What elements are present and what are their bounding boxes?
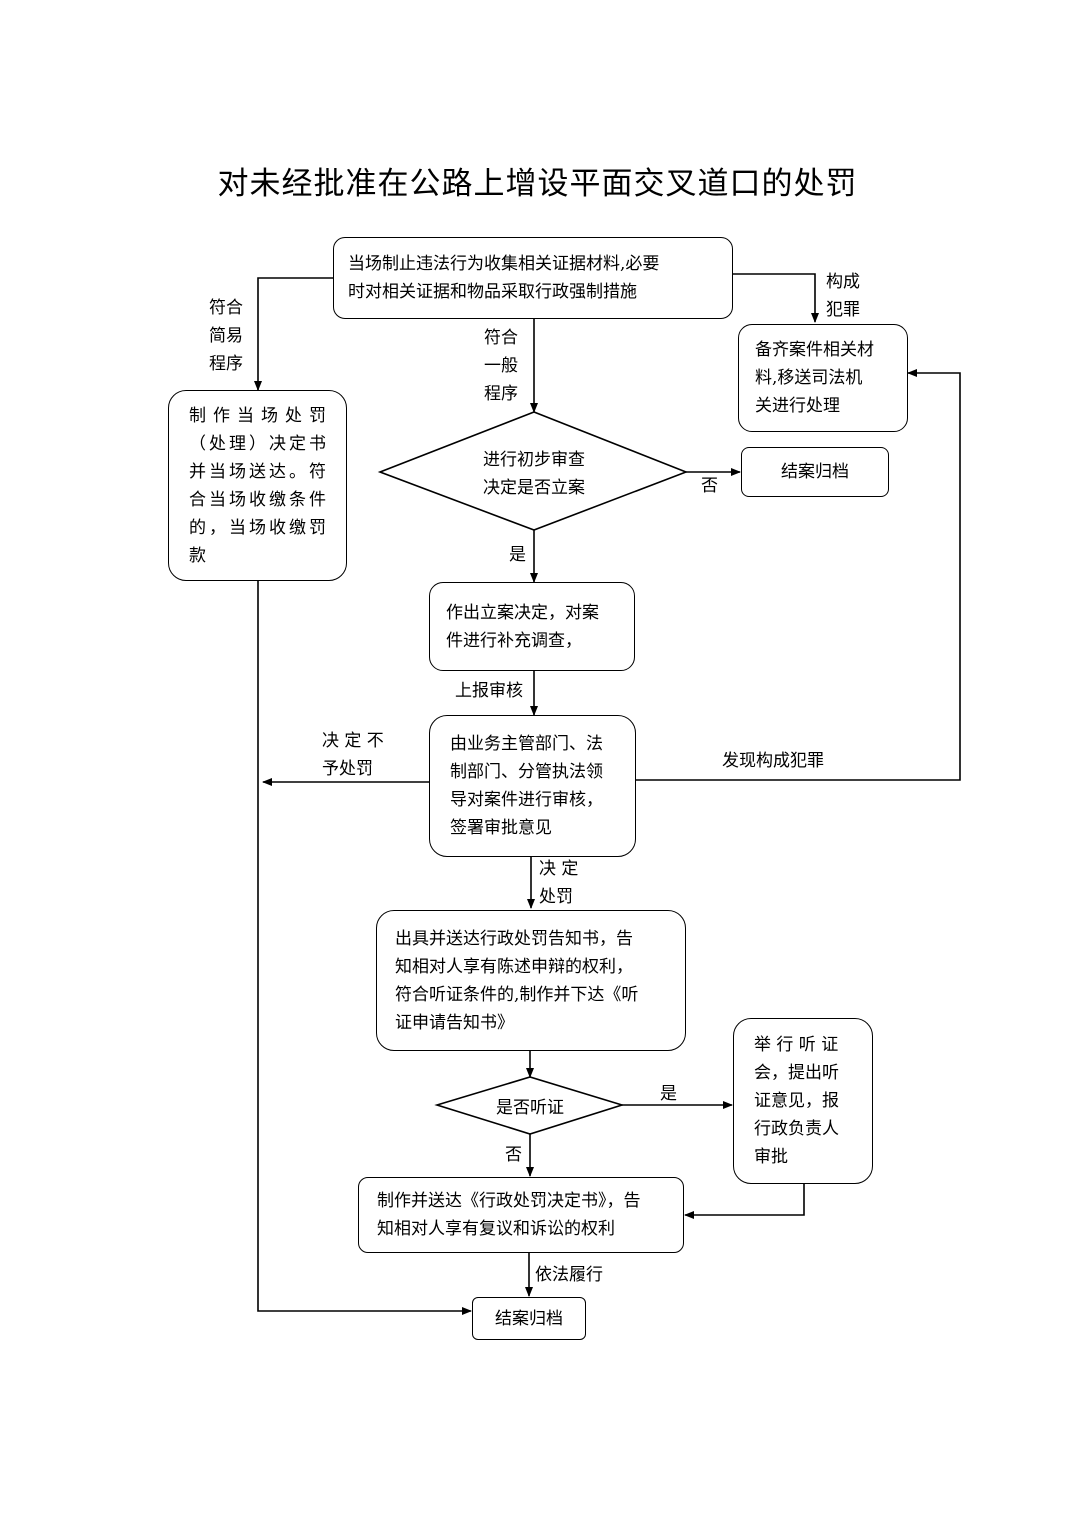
label-no-1: 否: [701, 476, 718, 496]
edge-simple-to-close: [257, 580, 472, 1315]
decision-line-2: 知相对人享有复议和诉讼的权利: [377, 1219, 615, 1239]
label-general-procedure: 符合 一般 程序: [484, 324, 518, 408]
file-line-2: 件进行补充调查，: [446, 630, 582, 651]
simple-line-5: 的，当场收缴罚: [189, 517, 326, 538]
transfer-line-1: 备齐案件相关材: [755, 340, 874, 360]
label-no-2: 否: [505, 1145, 522, 1165]
label-crime: 构成 犯罪: [826, 268, 860, 324]
simple-penalty-box: 制作当场处罚 （处理）决定书 并当场送达。符 合当场收缴条件 的，当场收缴罚 款: [168, 390, 347, 581]
label-decide-1: 决 定: [539, 859, 579, 879]
label-general-3: 程序: [484, 384, 518, 404]
label-no-penalty-2: 予处罚: [322, 759, 373, 779]
notice-line-4: 证申请告知书》: [395, 1012, 514, 1033]
label-no-penalty-1: 决 定 不: [322, 731, 384, 751]
close2-text: 结案归档: [495, 1308, 563, 1329]
label-general-2: 一般: [484, 356, 518, 376]
stop-violation-box: 当场制止违法行为收集相关证据材料,必要 时对相关证据和物品采取行政强制措施: [333, 237, 733, 319]
simple-line-1: 制作当场处罚: [189, 405, 326, 426]
label-decide-penalty: 决 定 处罚: [539, 855, 578, 911]
edge-hearing-to-decision: [684, 1183, 805, 1219]
hearing-line-5: 审批: [754, 1147, 788, 1167]
label-yes-2: 是: [660, 1084, 677, 1104]
stop-line-2: 时对相关证据和物品采取行政强制措施: [348, 282, 637, 302]
hearing-box: 举 行 听 证 会，提出听 证意见，报 行政负责人 审批: [733, 1018, 873, 1184]
close1-text: 结案归档: [781, 462, 849, 482]
audit-line-4: 签署审批意见: [450, 818, 552, 838]
simple-line-2: （处理）决定书: [189, 433, 326, 454]
audit-box: 由业务主管部门、法 制部门、分管执法领 导对案件进行审核， 签署审批意见: [429, 715, 636, 857]
hearing-question-text: 是否听证: [496, 1098, 564, 1118]
label-simple-2: 简易: [209, 326, 243, 346]
label-simple-procedure: 符合 简易 程序: [209, 294, 243, 378]
simple-line-4: 合当场收缴条件: [189, 489, 326, 510]
label-found-crime: 发现构成犯罪: [722, 751, 824, 771]
transfer-line-3: 关进行处理: [755, 396, 840, 416]
label-simple-3: 程序: [209, 354, 243, 374]
simple-line-6: 款: [189, 545, 206, 566]
notice-line-1: 出具并送达行政处罚告知书，告: [395, 928, 633, 949]
close-case-box-1: 结案归档: [741, 447, 889, 497]
review-diamond: [377, 411, 689, 531]
decision-box: 制作并送达《行政处罚决定书》，告 知相对人享有复议和诉讼的权利: [358, 1177, 684, 1253]
label-comply: 依法履行: [535, 1265, 603, 1285]
audit-line-1: 由业务主管部门、法: [450, 734, 603, 754]
notice-line-2: 知相对人享有陈述申辩的权利，: [395, 956, 633, 977]
review-line-1: 进行初步审查: [483, 450, 585, 470]
label-crime-2: 犯罪: [826, 300, 860, 320]
simple-line-3: 并当场送达。符: [189, 461, 326, 482]
hearing-diamond: [434, 1076, 625, 1135]
label-yes-1: 是: [509, 545, 526, 565]
review-line-2: 决定是否立案: [483, 478, 585, 498]
label-no-penalty: 决 定 不 予处罚: [322, 727, 384, 783]
review-text: 进行初步审查 决定是否立案: [434, 446, 634, 502]
label-report: 上报审核: [455, 681, 523, 701]
hearing-line-1: 举 行 听 证: [754, 1035, 839, 1055]
label-decide-2: 处罚: [539, 887, 573, 907]
decision-line-1: 制作并送达《行政处罚决定书》，告: [377, 1191, 641, 1211]
label-simple-1: 符合: [209, 298, 243, 318]
edge-audit-to-transfer: [636, 369, 961, 781]
stop-line-1: 当场制止违法行为收集相关证据材料,必要: [348, 254, 660, 274]
notice-line-3: 符合听证条件的,制作并下达《听: [395, 984, 639, 1005]
audit-line-2: 制部门、分管执法领: [450, 762, 603, 782]
hearing-line-4: 行政负责人: [754, 1119, 839, 1139]
label-crime-1: 构成: [826, 272, 860, 292]
edge-stop-to-simple: [254, 277, 334, 391]
file-case-box: 作出立案决定，对案 件进行补充调查，: [429, 582, 635, 671]
audit-line-3: 导对案件进行审核，: [450, 790, 603, 810]
transfer-judicial-box: 备齐案件相关材 料,移送司法机 关进行处理: [738, 324, 908, 432]
notice-box: 出具并送达行政处罚告知书，告 知相对人享有陈述申辩的权利， 符合听证条件的,制作…: [376, 910, 686, 1051]
file-line-1: 作出立案决定，对案: [446, 602, 599, 623]
hearing-line-3: 证意见，报: [754, 1091, 839, 1111]
transfer-line-2: 料,移送司法机: [755, 368, 863, 388]
edge-stop-to-transfer: [732, 273, 819, 323]
close-case-box-2: 结案归档: [472, 1297, 586, 1340]
hearing-line-2: 会，提出听: [754, 1063, 839, 1083]
page-title: 对未经批准在公路上增设平面交叉道口的处罚: [217, 166, 858, 202]
label-general-1: 符合: [484, 328, 518, 348]
